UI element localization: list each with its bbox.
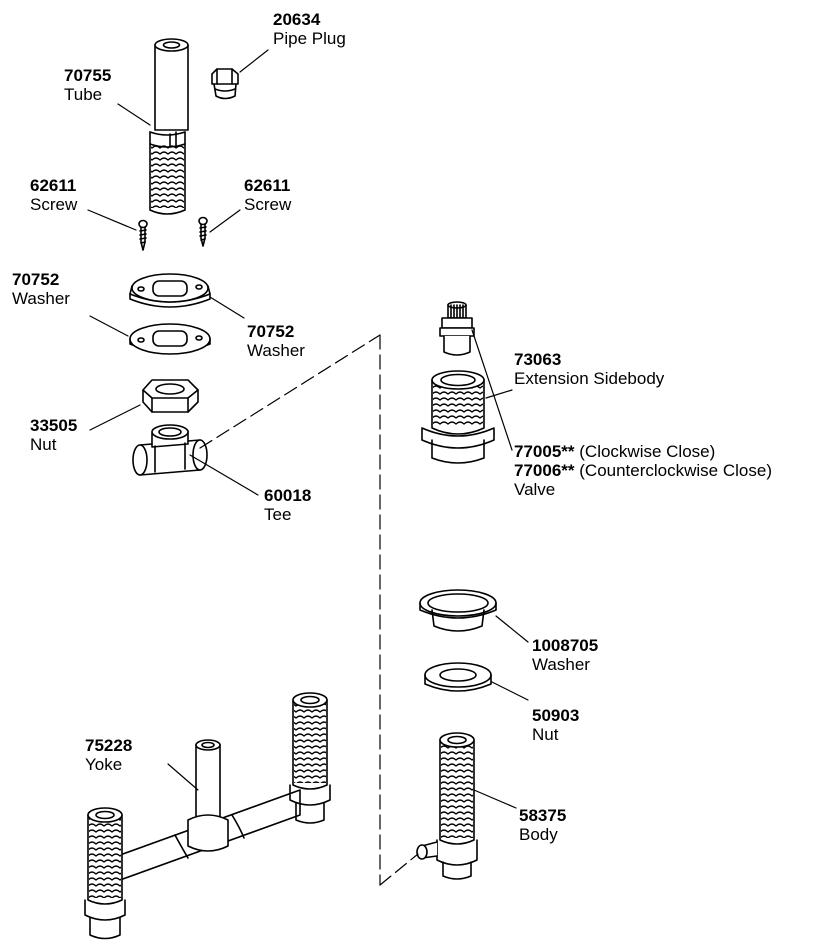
part-number: 70755: [64, 66, 112, 85]
leader-lines: [87, 49, 529, 809]
part-name: Washer: [12, 289, 70, 308]
label-valve: 77005** (Clockwise Close) 77006** (Count…: [514, 442, 772, 499]
part-number: 77005**: [514, 442, 575, 461]
part-number: 33505: [30, 416, 78, 435]
tee-part: [132, 424, 208, 476]
label-pipe-plug: 20634 Pipe Plug: [273, 10, 346, 48]
part-name: Tube: [64, 85, 103, 104]
washer-top-part: [129, 273, 211, 308]
part-name: Extension Sidebody: [514, 369, 665, 388]
nut-33505-part: [142, 379, 199, 413]
part-number: 60018: [264, 486, 312, 505]
label-washer-bottom: 70752 Washer: [247, 322, 305, 360]
part-name: Screw: [244, 195, 292, 214]
screw-left-part: [138, 219, 148, 251]
part-name: Nut: [532, 725, 559, 744]
label-screw-left: 62611 Screw: [30, 176, 77, 214]
label-washer-1008705: 1008705 Washer: [532, 636, 598, 674]
part-name: Body: [519, 825, 558, 844]
label-extension-sidebody: 73063 Extension Sidebody: [514, 350, 664, 388]
part-name: Pipe Plug: [273, 29, 346, 48]
body-part: [416, 732, 478, 880]
part-note: (Counterclockwise Close): [579, 461, 772, 480]
part-name: Nut: [30, 435, 57, 454]
label-nut-50903: 50903 Nut: [532, 706, 579, 744]
label-nut-33505: 33505 Nut: [30, 416, 77, 454]
assembly-centerlines: [199, 334, 419, 886]
part-name: Washer: [532, 655, 590, 674]
screw-right-part: [198, 216, 208, 247]
part-number: 20634: [273, 10, 321, 29]
valve-number-line-1: 77005** (Clockwise Close): [514, 442, 772, 461]
part-number: 58375: [519, 806, 567, 825]
part-number: 50903: [532, 706, 580, 725]
extension-sidebody-part: [421, 370, 495, 464]
part-number: 62611: [30, 176, 77, 195]
label-tube: 70755 Tube: [64, 66, 111, 104]
valve-part: [439, 301, 475, 356]
part-name: Tee: [264, 505, 292, 524]
part-number: 1008705: [532, 636, 599, 655]
pipe-plug-part: [211, 68, 239, 100]
part-number: 73063: [514, 350, 562, 369]
part-name: Screw: [30, 195, 78, 214]
washer-bottom-part: [129, 323, 211, 355]
tube-part: [149, 38, 189, 215]
label-screw-right: 62611 Screw: [244, 176, 291, 214]
part-number: 62611: [244, 176, 291, 195]
part-number: 70752: [247, 322, 295, 341]
part-number: 77006**: [514, 461, 575, 480]
part-name: Valve: [514, 480, 556, 499]
part-name: Yoke: [85, 755, 123, 774]
yoke-part: [84, 692, 331, 940]
nut-50903-part: [424, 662, 492, 692]
label-washer-top: 70752 Washer: [12, 270, 70, 308]
part-number: 70752: [12, 270, 60, 289]
part-note: (Clockwise Close): [579, 442, 716, 461]
part-number: 75228: [85, 736, 133, 755]
part-name: Washer: [247, 341, 305, 360]
label-yoke: 75228 Yoke: [85, 736, 132, 774]
label-body: 58375 Body: [519, 806, 566, 844]
label-tee: 60018 Tee: [264, 486, 311, 524]
valve-number-line-2: 77006** (Counterclockwise Close): [514, 461, 772, 480]
washer-1008705-part: [419, 589, 497, 632]
